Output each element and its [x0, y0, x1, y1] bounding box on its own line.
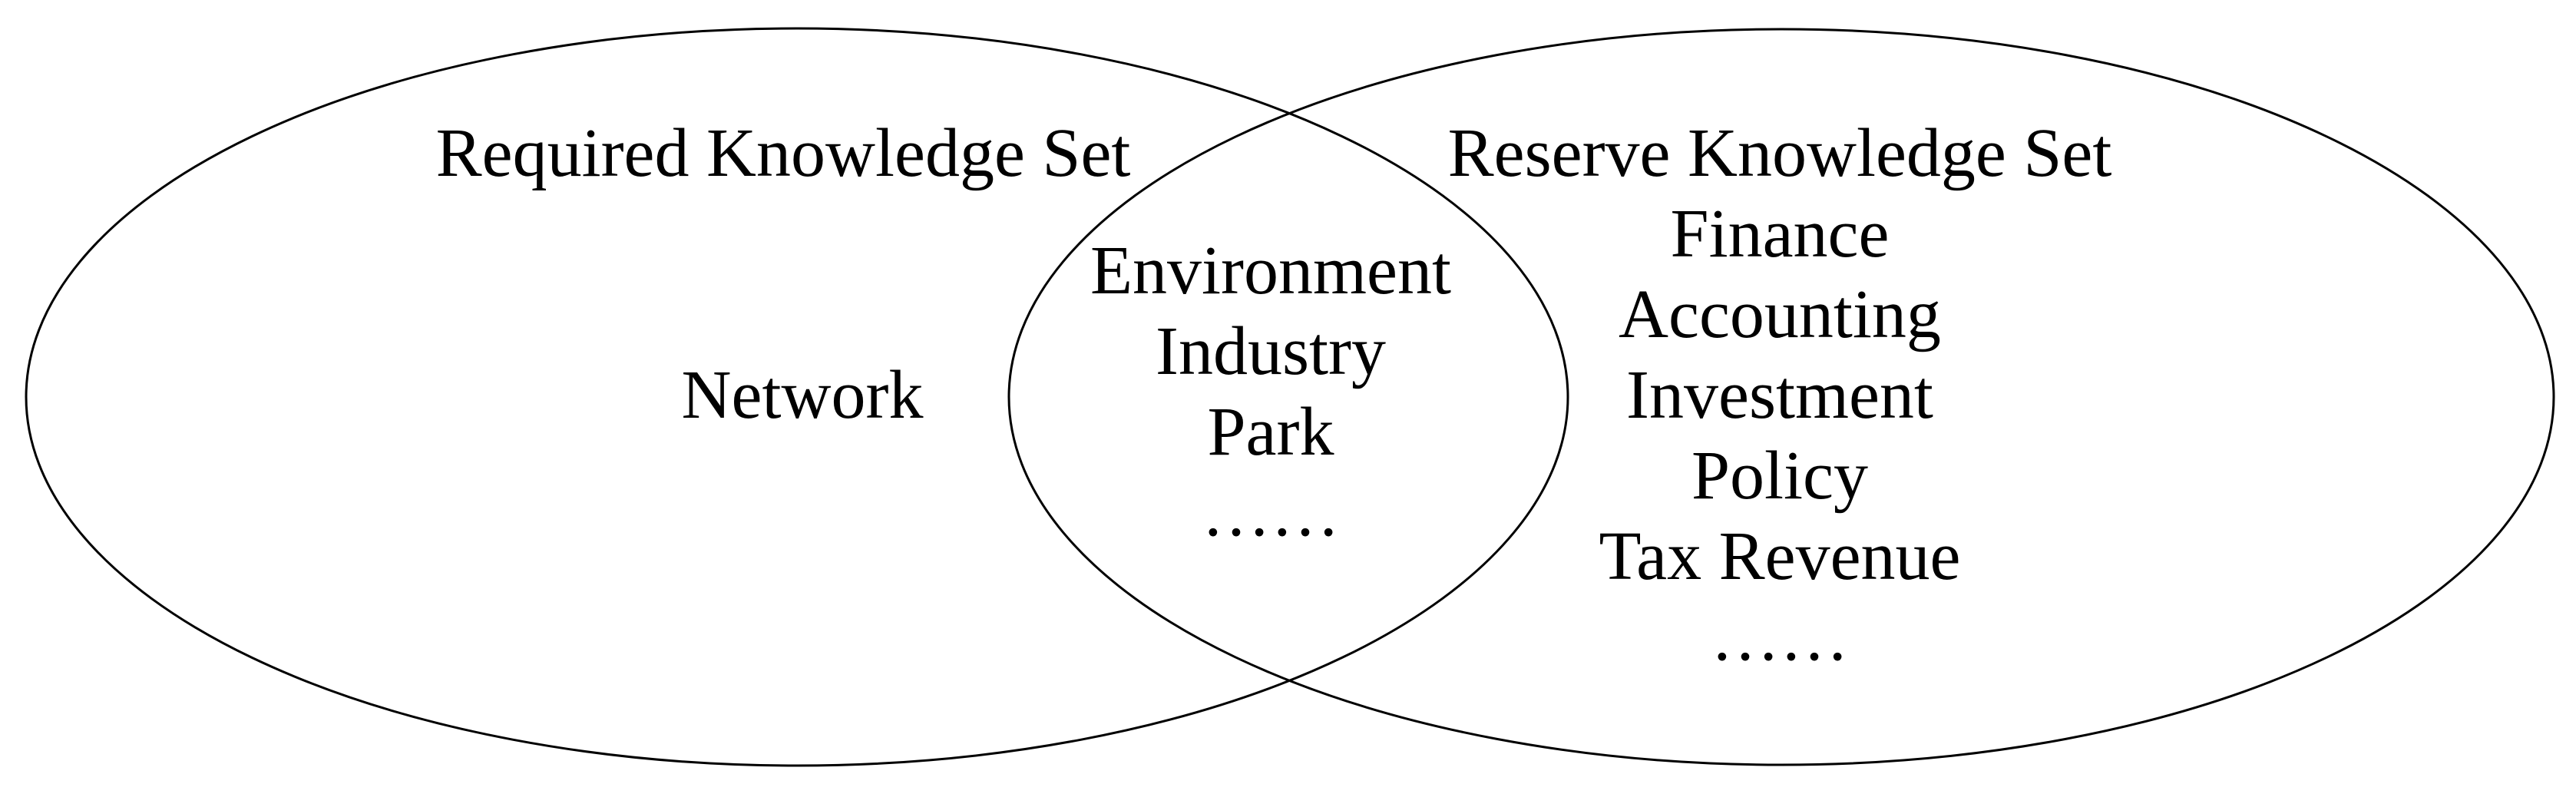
left-set-item-network: Network	[681, 357, 924, 433]
intersection-items: Environment Industry Park ……	[1090, 230, 1451, 553]
right-set-item-investment: Investment	[1626, 357, 1933, 433]
right-set-item-policy: Policy	[1691, 438, 1869, 514]
left-ellipse-required-knowledge-set	[25, 27, 1569, 767]
right-set-item-accounting: Accounting	[1619, 276, 1941, 352]
right-set-item-tax-revenue: Tax Revenue	[1599, 518, 1961, 594]
intersection-item-industry: Industry	[1156, 313, 1386, 389]
left-set-title: Required Knowledge Set	[435, 115, 1131, 191]
right-set-item-ellipsis: ……	[1710, 599, 1849, 675]
right-set-title: Reserve Knowledge Set	[1447, 115, 2112, 191]
intersection-item-environment: Environment	[1090, 233, 1451, 309]
right-set-item-finance: Finance	[1670, 196, 1890, 272]
right-ellipse-reserve-knowledge-set	[1007, 28, 2555, 766]
intersection-item-park: Park	[1207, 394, 1334, 470]
right-set: Reserve Knowledge Set Finance Accounting…	[1448, 113, 2112, 677]
intersection-item-ellipsis: ……	[1201, 475, 1340, 551]
